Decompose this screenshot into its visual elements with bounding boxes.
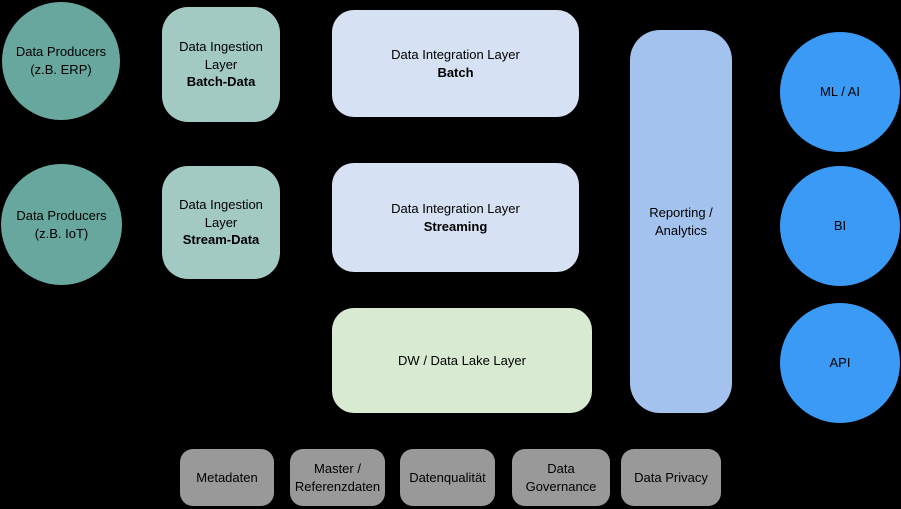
consumer-circle-api: API bbox=[780, 303, 900, 423]
consumer-ml-ai-label: ML / AI bbox=[820, 84, 860, 100]
ingestion-batch-label-line1: Data Ingestion Layer bbox=[179, 39, 263, 72]
governance-box-datenqualitaet: Datenqualität bbox=[400, 449, 495, 506]
integration-streaming-label-line1: Data Integration Layer bbox=[391, 200, 520, 216]
reporting-label-line2: Analytics bbox=[654, 222, 708, 238]
governance-box-data-privacy: Data Privacy bbox=[621, 449, 721, 506]
ingestion-stream-label-line1: Data Ingestion Layer bbox=[179, 197, 263, 230]
ingestion-layer-batch-box: Data Ingestion Layer Batch-Data bbox=[162, 7, 280, 122]
consumer-bi-label: BI bbox=[833, 218, 847, 234]
consumer-circle-ml-ai: ML / AI bbox=[780, 32, 900, 152]
governance-box-metadaten: Metadaten bbox=[180, 449, 274, 506]
governance-datenqualitaet-label: Datenqualität bbox=[409, 469, 486, 485]
reporting-analytics-box: Reporting / Analytics bbox=[630, 30, 732, 413]
governance-data-privacy-label: Data Privacy bbox=[634, 469, 708, 485]
consumer-api-label: API bbox=[829, 355, 851, 371]
integration-streaming-label-line2: Streaming bbox=[423, 218, 488, 234]
governance-data-governance-label: Data Governance bbox=[525, 460, 597, 494]
dw-data-lake-layer-box: DW / Data Lake Layer bbox=[332, 308, 592, 413]
ingestion-stream-label-line2: Stream-Data bbox=[182, 232, 260, 248]
integration-layer-batch-box: Data Integration Layer Batch bbox=[332, 10, 579, 117]
governance-master-referenzdaten-label: Master / Referenzdaten bbox=[294, 460, 381, 494]
dw-data-lake-label: DW / Data Lake Layer bbox=[398, 352, 526, 368]
ingestion-layer-stream-box: Data Ingestion Layer Stream-Data bbox=[162, 166, 280, 279]
producer-circle-iot: Data Producers (z.B. IoT) bbox=[1, 164, 122, 285]
producer-erp-label-line2: (z.B. ERP) bbox=[30, 62, 92, 77]
governance-box-data-governance: Data Governance bbox=[512, 449, 610, 506]
integration-layer-streaming-box: Data Integration Layer Streaming bbox=[332, 163, 579, 272]
integration-batch-label-line2: Batch bbox=[437, 64, 474, 80]
producer-iot-label-line2: (z.B. IoT) bbox=[34, 225, 89, 241]
producer-circle-erp: Data Producers (z.B. ERP) bbox=[2, 2, 120, 120]
governance-metadaten-label: Metadaten bbox=[196, 469, 258, 485]
producer-erp-label-line1: Data Producers bbox=[15, 44, 107, 60]
integration-batch-label-line1: Data Integration Layer bbox=[391, 46, 520, 62]
reporting-label-line1: Reporting / bbox=[649, 204, 713, 220]
producer-iot-label-line1: Data Producers bbox=[16, 207, 107, 223]
governance-box-master-referenzdaten: Master / Referenzdaten bbox=[290, 449, 385, 506]
consumer-circle-bi: BI bbox=[780, 166, 900, 286]
ingestion-batch-label-line2: Batch-Data bbox=[186, 74, 256, 90]
